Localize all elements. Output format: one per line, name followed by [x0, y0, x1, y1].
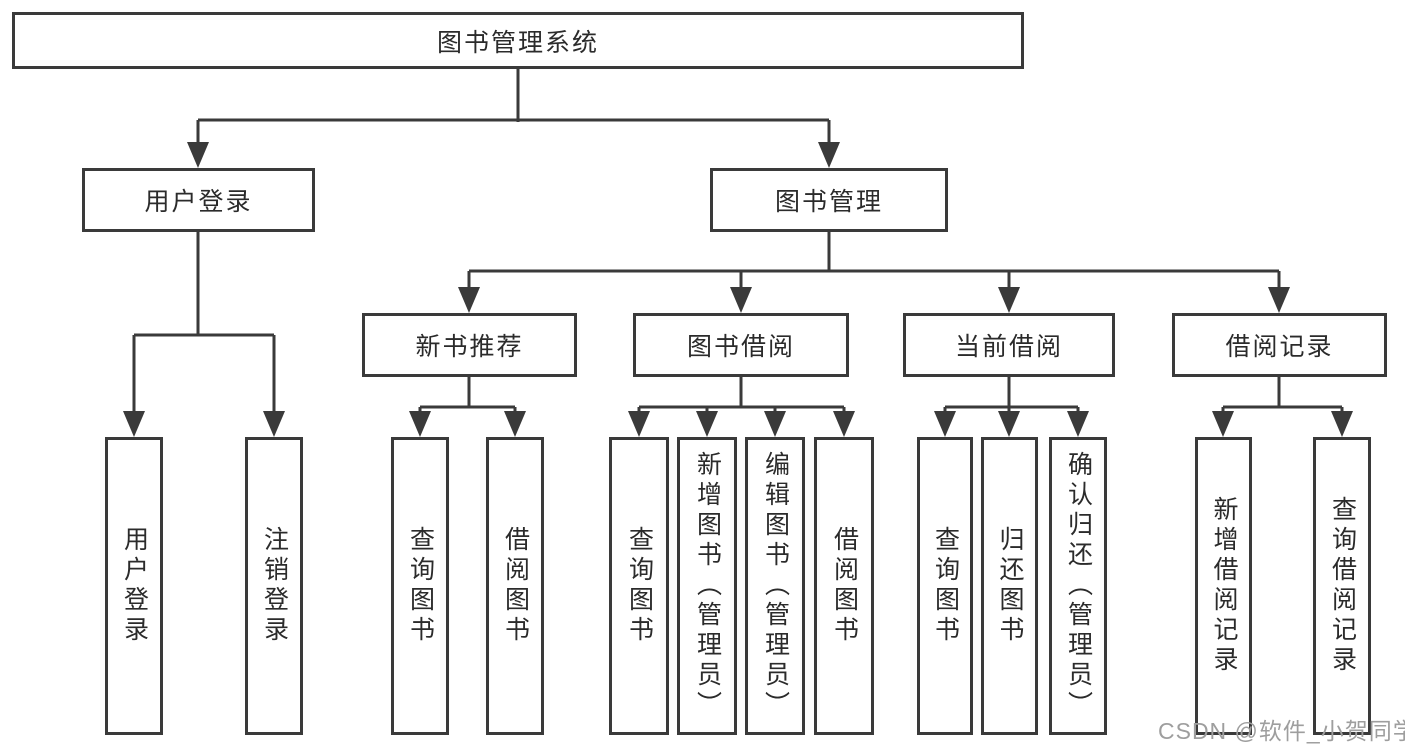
leaf-label: 查询图书 — [406, 526, 435, 646]
leaf-add-book-admin: 新增图书（管理员） — [677, 437, 737, 735]
arrow-down-icon — [409, 411, 431, 437]
arrow-down-icon — [730, 287, 752, 313]
arrow-down-icon — [263, 411, 285, 437]
leaf-label: 编辑图书（管理员） — [761, 451, 790, 721]
leaf-label: 新增借阅记录 — [1210, 496, 1238, 676]
node-book-management: 图书管理 — [710, 168, 948, 232]
arrow-down-icon — [998, 411, 1020, 437]
node-library-management-system: 图书管理系统 — [12, 12, 1024, 69]
leaf-label: 注销登录 — [260, 526, 289, 646]
leaf-logout: 注销登录 — [245, 437, 303, 735]
arrow-down-icon — [1067, 411, 1089, 437]
arrow-down-icon — [1331, 411, 1353, 437]
leaf-confirm-return-admin: 确认归还（管理员） — [1049, 437, 1107, 735]
arrow-down-icon — [1212, 411, 1234, 437]
leaf-label: 归还图书 — [996, 526, 1024, 646]
leaf-query-books: 查询图书 — [917, 437, 973, 735]
leaf-label: 查询图书 — [931, 526, 960, 646]
arrow-down-icon — [833, 411, 855, 437]
leaf-label: 新增图书（管理员） — [693, 451, 722, 721]
leaf-label: 借阅图书 — [830, 526, 859, 646]
leaf-label: 用户登录 — [120, 526, 149, 646]
arrow-down-icon — [458, 287, 480, 313]
node-book-borrowing: 图书借阅 — [633, 313, 849, 377]
leaf-query-books: 查询图书 — [609, 437, 669, 735]
leaf-label: 确认归还（管理员） — [1064, 451, 1093, 721]
leaf-label: 借阅图书 — [501, 526, 530, 646]
node-borrowing-records: 借阅记录 — [1172, 313, 1387, 377]
csdn-watermark: CSDN @软件_小贺同学 — [1158, 718, 1405, 744]
arrow-down-icon — [818, 142, 840, 168]
arrow-down-icon — [696, 411, 718, 437]
arrow-down-icon — [504, 411, 526, 437]
arrow-down-icon — [187, 142, 209, 168]
leaf-edit-book-admin: 编辑图书（管理员） — [745, 437, 805, 735]
leaf-label: 查询借阅记录 — [1328, 496, 1357, 676]
arrow-down-icon — [1268, 287, 1290, 313]
leaf-borrow-books: 借阅图书 — [486, 437, 544, 735]
node-current-borrowing: 当前借阅 — [903, 313, 1115, 377]
leaf-add-borrow-record: 新增借阅记录 — [1195, 437, 1252, 735]
arrow-down-icon — [998, 287, 1020, 313]
leaf-return-books: 归还图书 — [981, 437, 1038, 735]
arrow-down-icon — [934, 411, 956, 437]
arrow-down-icon — [628, 411, 650, 437]
leaf-query-books: 查询图书 — [391, 437, 449, 735]
node-user-login: 用户登录 — [82, 168, 315, 232]
node-new-book-recommendation: 新书推荐 — [362, 313, 577, 377]
arrow-down-icon — [764, 411, 786, 437]
leaf-user-login: 用户登录 — [105, 437, 163, 735]
leaf-label: 查询图书 — [625, 526, 654, 646]
arrow-down-icon — [123, 411, 145, 437]
arrowheads — [123, 142, 1353, 437]
leaf-borrow-books: 借阅图书 — [814, 437, 874, 735]
leaf-query-borrow-record: 查询借阅记录 — [1313, 437, 1371, 735]
